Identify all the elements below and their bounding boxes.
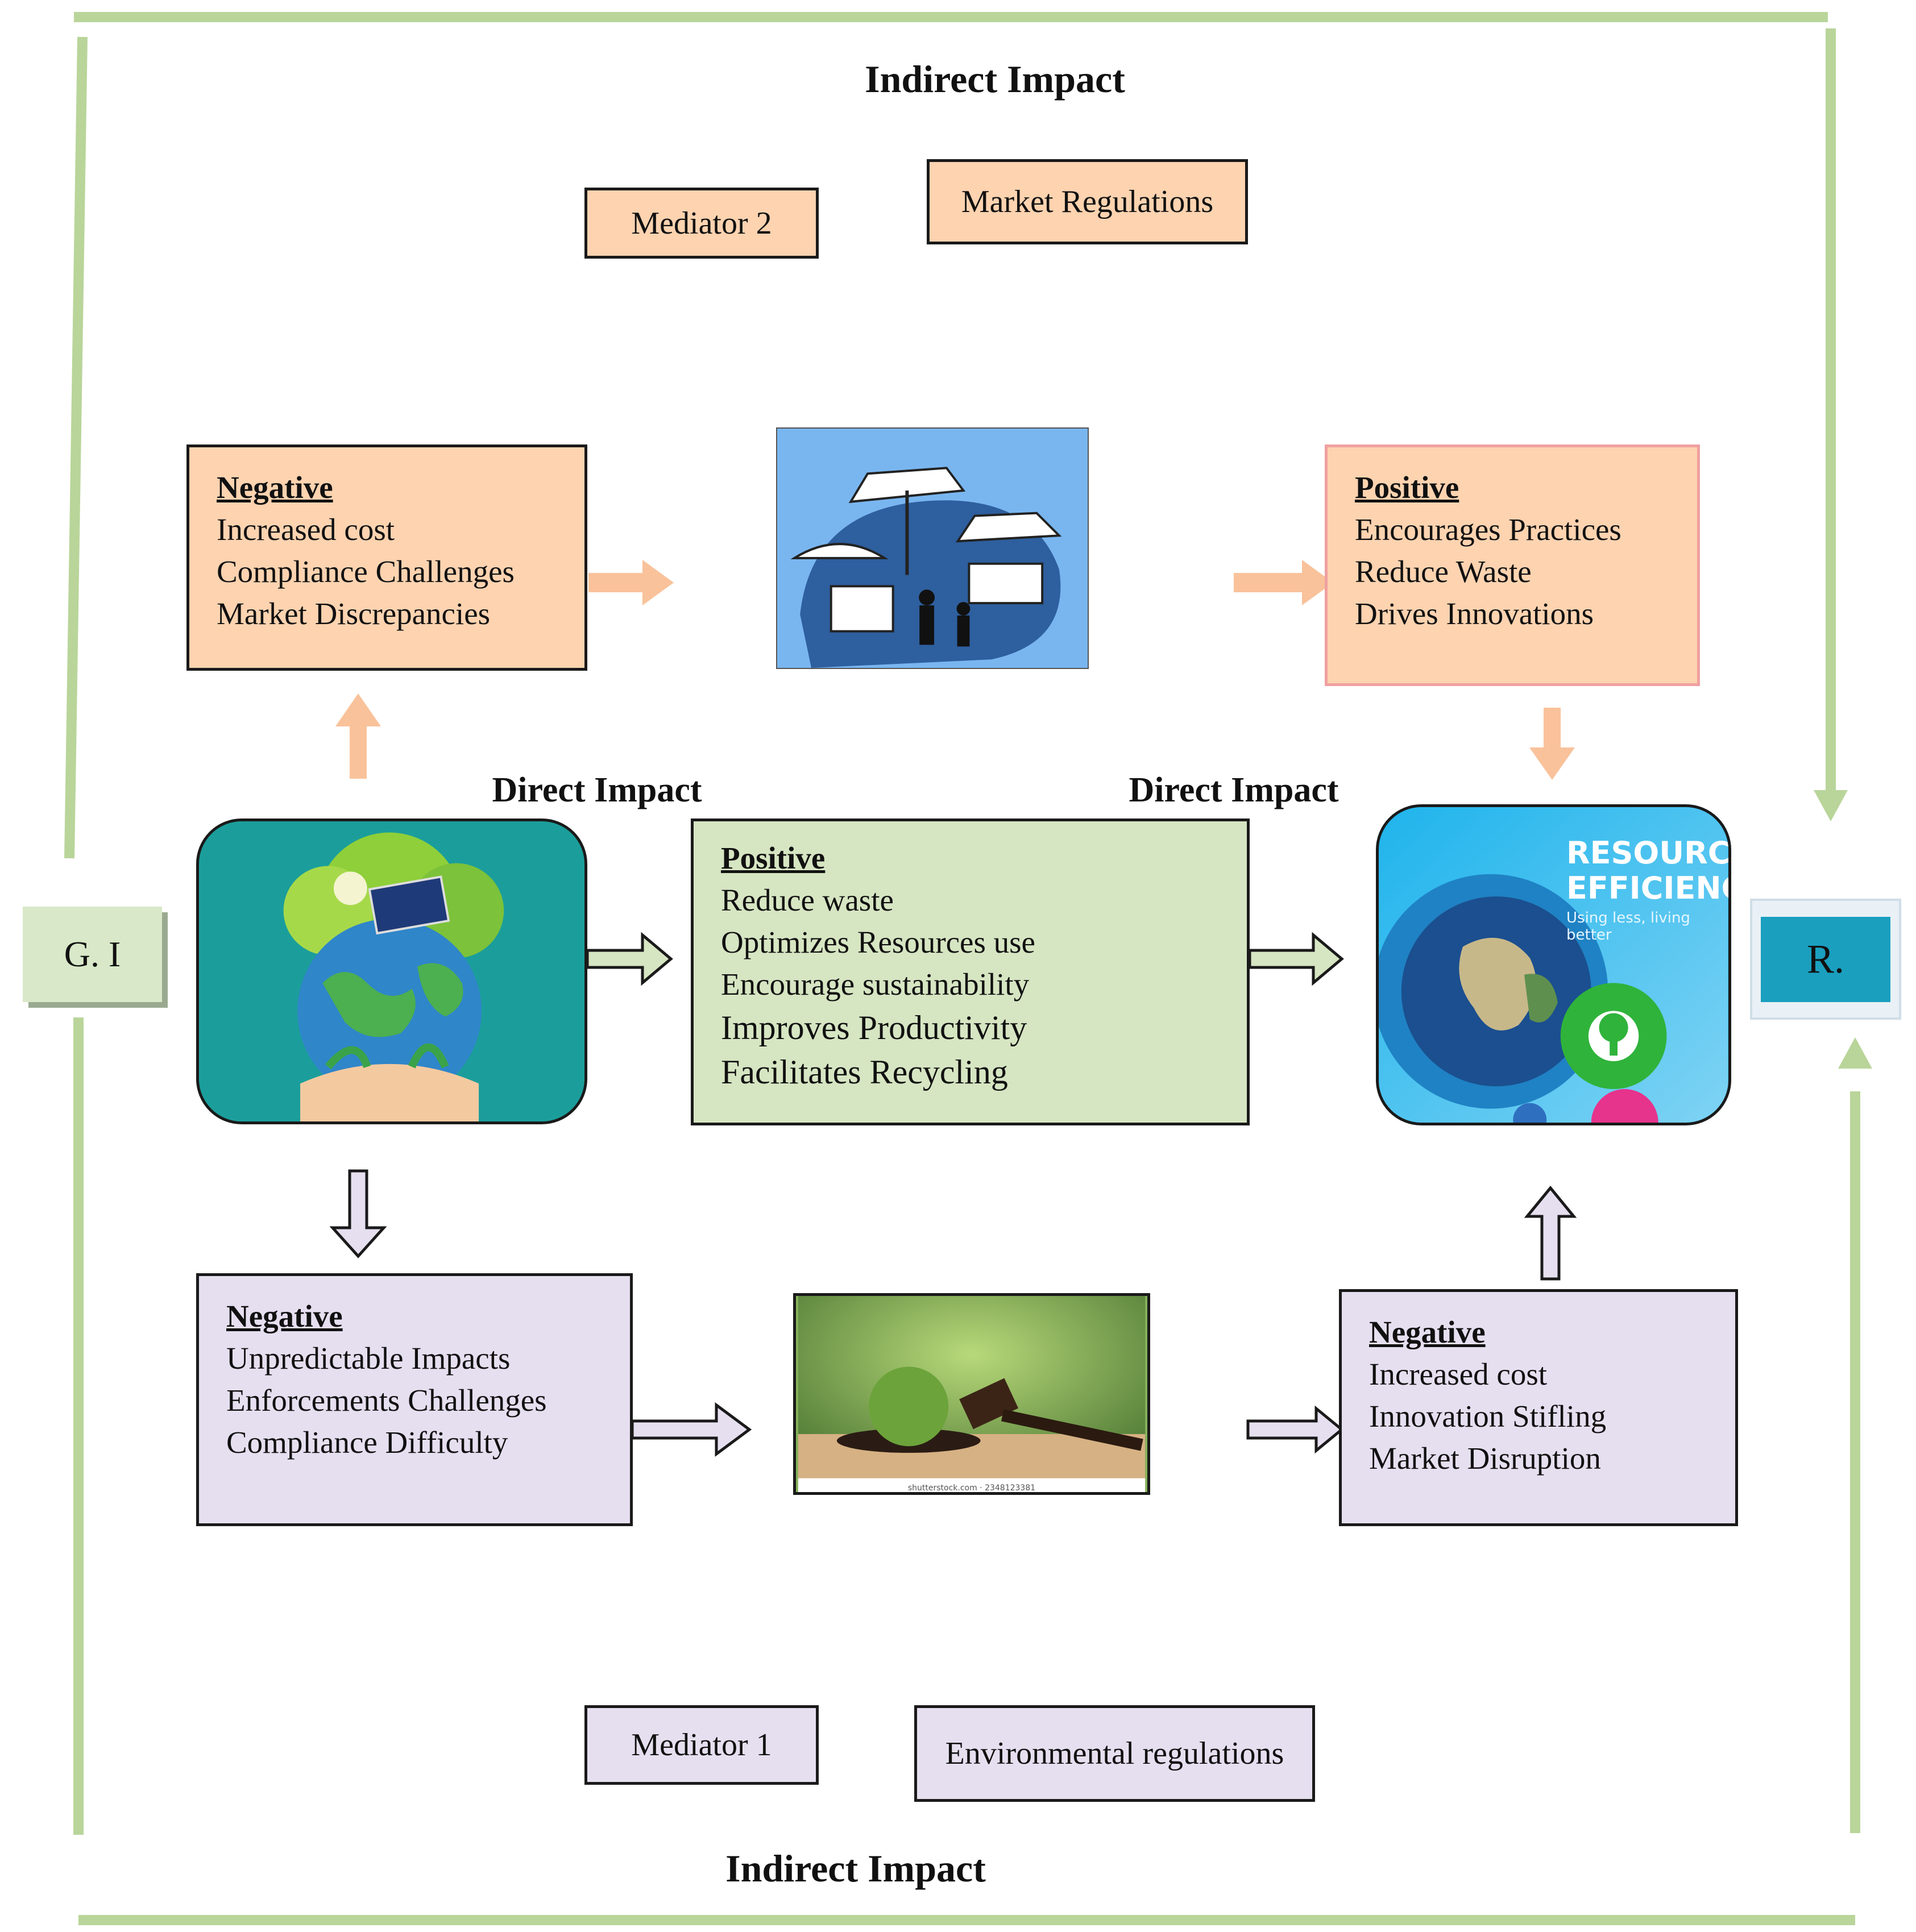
center-positive-title: Positive <box>721 841 826 875</box>
indirect-impact-heading-top: Indirect Impact <box>865 57 1125 101</box>
top-negative-item: Market Discrepancies <box>217 596 491 631</box>
mediator-1-label: Mediator 1 <box>631 1727 772 1763</box>
bottom-left-negative-item: Compliance Difficulty <box>226 1425 508 1460</box>
bottom-right-negative-item: Market Disruption <box>1369 1441 1601 1476</box>
lilac-arrow-right-1 <box>631 1402 752 1457</box>
top-negative-box: Negative Increased cost Compliance Chall… <box>186 444 587 671</box>
r-node-label: R. <box>1806 936 1845 982</box>
mediator-1-box: Mediator 1 <box>584 1705 819 1785</box>
center-positive-item: Facilitates Recycling <box>721 1053 1008 1091</box>
r-node-inner: R. <box>1761 916 1890 1002</box>
gi-node: G. I <box>23 907 162 1002</box>
market-regulations-label: Market Regulations <box>961 184 1214 219</box>
mediator-2-box: Mediator 2 <box>584 188 819 259</box>
bottom-left-negative-box: Negative Unpredictable Impacts Enforceme… <box>196 1273 633 1526</box>
environmental-regulations-label: Environmental regulations <box>945 1736 1284 1771</box>
gavel-moss-photo: shutterstock.com · 2348123381 <box>793 1293 1150 1495</box>
market-stall-illustration <box>776 427 1089 669</box>
bottom-right-negative-item: Increased cost <box>1369 1357 1548 1391</box>
green-arrow-right-1 <box>586 932 673 986</box>
top-positive-item: Reduce Waste <box>1355 554 1532 589</box>
bottom-left-negative-item: Enforcements Challenges <box>226 1383 547 1418</box>
top-positive-item: Encourages Practices <box>1355 512 1621 547</box>
center-positive-item: Improves Productivity <box>721 1009 1027 1046</box>
top-negative-item: Increased cost <box>217 512 395 547</box>
lilac-arrow-up <box>1524 1186 1577 1281</box>
lilac-arrow-down <box>329 1169 387 1258</box>
market-regulations-box: Market Regulations <box>927 159 1248 244</box>
top-positive-title: Positive <box>1355 470 1459 505</box>
peach-arrow-up <box>335 693 381 779</box>
outer-frame <box>64 12 1860 1925</box>
direct-impact-heading-right: Direct Impact <box>1129 771 1339 809</box>
frame-arrow-up-head <box>1838 1037 1872 1069</box>
top-positive-item: Drives Innovations <box>1355 596 1594 631</box>
top-negative-title: Negative <box>217 470 333 505</box>
peach-arrow-right-top-right <box>1234 560 1333 605</box>
peach-arrow-down <box>1529 708 1575 780</box>
bottom-left-negative-title: Negative <box>226 1299 343 1333</box>
frame-arrow-down-head <box>1814 790 1848 821</box>
bottom-right-negative-item: Innovation Stifling <box>1369 1399 1607 1434</box>
peach-arrow-right-top-left <box>588 560 674 605</box>
resource-efficiency-line2: EFFICIENCY <box>1566 870 1728 906</box>
top-negative-item: Compliance Challenges <box>217 554 515 589</box>
mediator-2-label: Mediator 2 <box>631 205 772 241</box>
center-positive-item: Encourage sustainability <box>721 967 1030 1002</box>
bottom-right-negative-box: Negative Increased cost Innovation Stifl… <box>1339 1289 1738 1526</box>
gi-node-label: G. I <box>64 934 121 974</box>
indirect-impact-heading-bottom: Indirect Impact <box>725 1847 986 1890</box>
r-node: R. <box>1752 901 1899 1017</box>
center-positive-item: Reduce waste <box>721 883 894 917</box>
resource-efficiency-tagline: Using less, living better <box>1566 909 1690 944</box>
green-arrow-right-2 <box>1248 932 1344 986</box>
environmental-regulations-box: Environmental regulations <box>914 1705 1315 1802</box>
top-positive-box: Positive Encourages Practices Reduce Was… <box>1325 444 1700 686</box>
center-positive-item: Optimizes Resources use <box>721 925 1035 959</box>
direct-impact-heading-left: Direct Impact <box>492 771 702 809</box>
gavel-photo-caption: shutterstock.com · 2348123381 <box>907 1484 1036 1493</box>
lilac-arrow-right-2 <box>1246 1405 1344 1454</box>
green-earth-illustration <box>196 818 587 1124</box>
bottom-left-negative-item: Unpredictable Impacts <box>226 1341 511 1376</box>
bottom-right-negative-title: Negative <box>1369 1315 1486 1349</box>
center-positive-box: Positive Reduce waste Optimizes Resource… <box>691 818 1250 1125</box>
